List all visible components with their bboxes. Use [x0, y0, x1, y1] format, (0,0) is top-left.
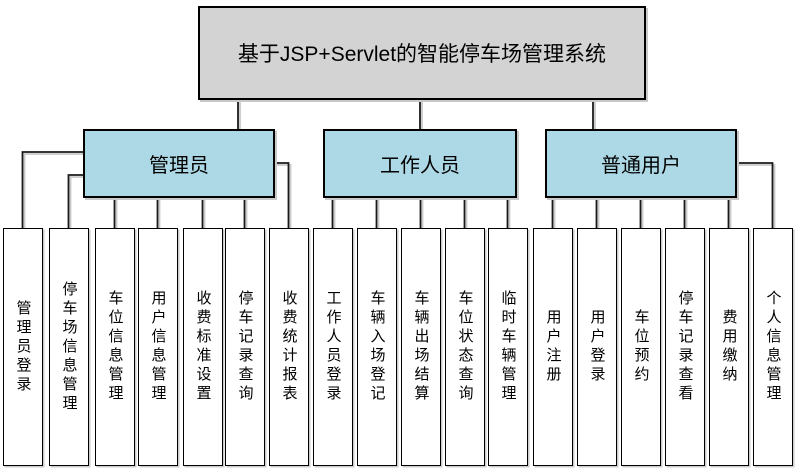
root-node-system: 基于JSP+Servlet的智能停车场管理系统	[198, 6, 646, 100]
connector-shadow-group	[23, 102, 776, 230]
leaf-temporary-vehicle-management: 临时车辆管理	[488, 228, 528, 466]
role-node-staff: 工作人员	[323, 129, 517, 198]
leaf-vehicle-entry-registration: 车辆入场登记	[357, 228, 397, 466]
leaf-fee-payment: 费用缴纳	[709, 228, 749, 466]
leaf-staff-login: 工作人员登录	[313, 228, 353, 466]
leaf-space-status-query: 车位状态查询	[445, 228, 485, 466]
role-label-ordinary-user: 普通用户	[601, 155, 681, 177]
leaf-user-info-management: 用户信息管理	[138, 228, 178, 466]
leaf-parking-record-view: 停车记录查看	[665, 228, 705, 466]
leaf-fee-standard-setting: 收费标准设置	[183, 228, 223, 466]
leaf-user-register: 用户注册	[533, 228, 573, 466]
leaf-personal-info-management: 个人信息管理	[753, 228, 793, 466]
leaf-parking-record-query: 停车记录查询	[225, 228, 265, 466]
leaf-parking-space-info-management: 车位信息管理	[95, 228, 135, 466]
leaf-user-login: 用户登录	[577, 228, 617, 466]
role-label-administrator: 管理员	[149, 155, 209, 177]
role-node-administrator: 管理员	[83, 129, 275, 198]
connector-main-group	[21, 100, 774, 228]
leaf-admin-login: 管理员登录	[3, 228, 43, 466]
leaf-fee-statistics-report: 收费统计报表	[269, 228, 309, 466]
leaf-space-reservation: 车位预约	[621, 228, 661, 466]
role-label-staff: 工作人员	[380, 155, 460, 177]
leaf-vehicle-exit-settlement: 车辆出场结算	[401, 228, 441, 466]
leaf-parking-lot-info-management: 停车场信息管理	[49, 228, 89, 466]
root-title: 基于JSP+Servlet的智能停车场管理系统	[237, 43, 607, 66]
role-node-ordinary-user: 普通用户	[545, 129, 737, 198]
